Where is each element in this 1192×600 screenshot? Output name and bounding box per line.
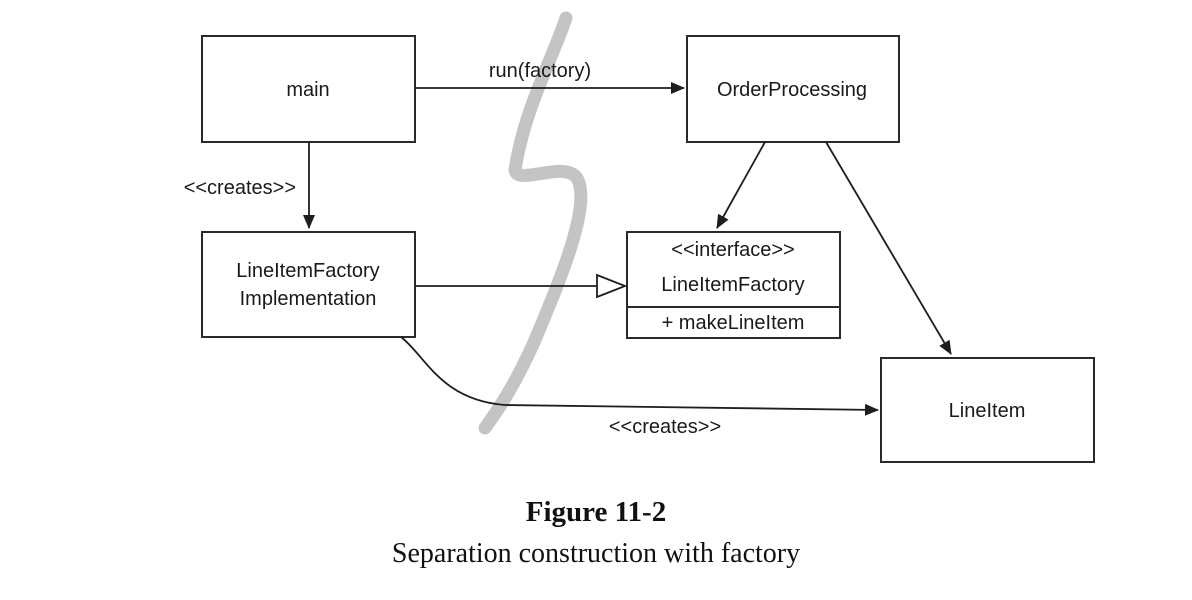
main-creates-label: <<creates>> bbox=[184, 177, 296, 199]
line-item-node: LineItem bbox=[880, 357, 1095, 463]
factory-implementation-node: LineItemFactory Implementation bbox=[201, 231, 416, 338]
impl-creates-arrow bbox=[400, 336, 879, 416]
figure-caption: Separation construction with factory bbox=[391, 538, 801, 569]
implements-arrow bbox=[415, 273, 628, 299]
interface-name: LineItemFactory bbox=[661, 274, 804, 296]
factory-interface-node: <<interface>> LineItemFactory + makeLine… bbox=[626, 231, 841, 339]
figure-title: Figure 11-2 bbox=[525, 496, 667, 528]
separation-divider bbox=[478, 11, 588, 435]
factory-implementation-label-line2: Implementation bbox=[240, 288, 377, 310]
impl-creates-label: <<creates>> bbox=[609, 416, 721, 438]
factory-implementation-label-line1: LineItemFactory bbox=[236, 260, 379, 282]
line-item-label: LineItem bbox=[949, 400, 1026, 422]
order-processing-label: OrderProcessing bbox=[717, 79, 867, 101]
uses-line-item-arrow bbox=[825, 141, 952, 355]
main-label: main bbox=[286, 79, 329, 101]
uses-interface-arrow bbox=[716, 141, 766, 229]
interface-method: + makeLineItem bbox=[662, 312, 805, 334]
main-node: main bbox=[201, 35, 416, 143]
run-factory-label: run(factory) bbox=[489, 60, 591, 82]
interface-stereotype: <<interface>> bbox=[671, 239, 794, 261]
order-processing-node: OrderProcessing bbox=[686, 35, 900, 143]
